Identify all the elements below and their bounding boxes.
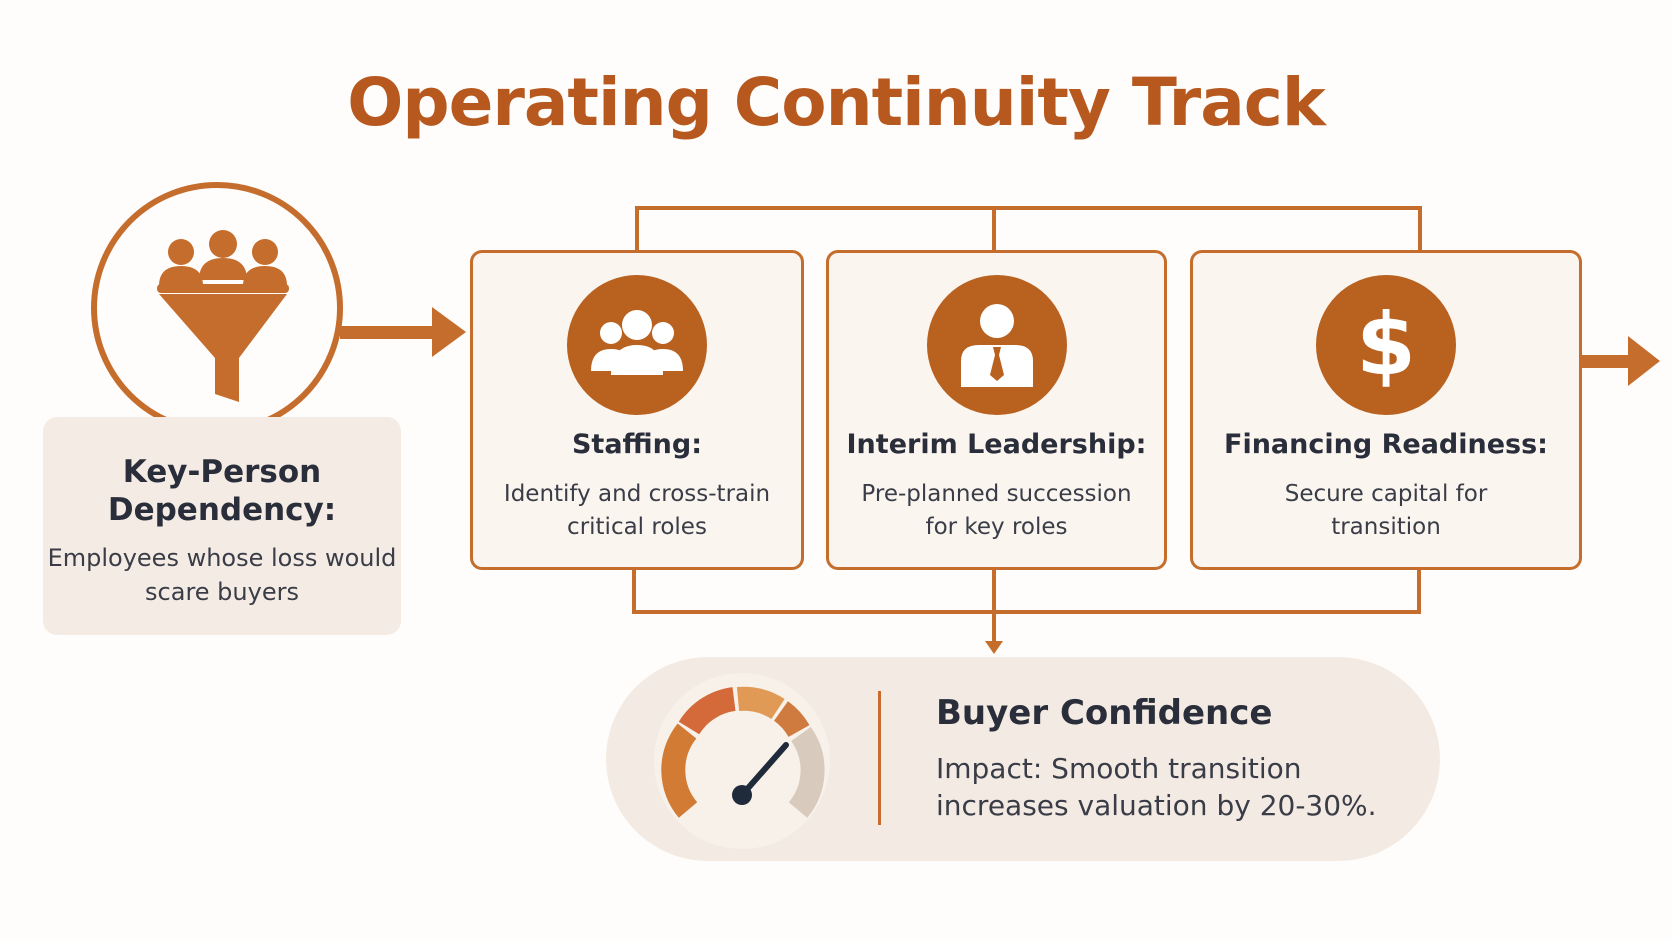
buyer-confidence-title: Buyer Confidence bbox=[936, 693, 1273, 733]
interim-leadership-icon-circle bbox=[926, 275, 1067, 415]
key-person-title: Key-Person Dependency: bbox=[107, 454, 337, 528]
team-group-icon bbox=[591, 310, 683, 375]
key-person-funnel-circle bbox=[91, 182, 343, 434]
financing-readiness-title: Financing Readiness: bbox=[1224, 429, 1548, 460]
interim-leadership-card: Interim Leadership: Pre-planned successi… bbox=[826, 250, 1167, 570]
financing-readiness-card: $ Financing Readiness: Secure capital fo… bbox=[1190, 250, 1582, 570]
key-person-description: Employees whose loss would scare buyers bbox=[47, 544, 397, 606]
exit-right-arrow bbox=[1582, 336, 1660, 386]
staffing-title: Staffing: bbox=[571, 429, 703, 460]
staffing-icon-circle bbox=[567, 275, 707, 415]
speedometer-gauge-icon bbox=[661, 686, 825, 818]
outcome-arrowhead bbox=[985, 641, 1003, 654]
financing-readiness-description: Secure capital for transition bbox=[1284, 481, 1488, 540]
funnel-to-staffing-arrow bbox=[340, 307, 466, 357]
leader-person-icon bbox=[960, 304, 1033, 387]
gauge-background bbox=[654, 673, 830, 849]
buyer-confidence-divider bbox=[878, 691, 881, 825]
financing-readiness-icon-circle: $ bbox=[1316, 275, 1456, 415]
diagram-title: Operating Continuity Track bbox=[347, 64, 1326, 141]
dollar-icon: $ bbox=[1356, 295, 1416, 395]
staffing-description: Identify and cross-train critical roles bbox=[503, 481, 771, 540]
interim-leadership-title: Interim Leadership: bbox=[846, 429, 1147, 460]
staffing-card: Staffing: Identify and cross-train criti… bbox=[470, 250, 804, 570]
people-funnel-icon bbox=[157, 230, 289, 402]
bottom-bracket-connector bbox=[632, 570, 1421, 614]
top-bracket-connector bbox=[635, 206, 1422, 250]
key-person-card: Key-Person Dependency: Employees whose l… bbox=[43, 417, 401, 635]
interim-leadership-description: Pre-planned succession for key roles bbox=[861, 481, 1132, 540]
buyer-confidence-description: Impact: Smooth transition increases valu… bbox=[936, 752, 1377, 822]
